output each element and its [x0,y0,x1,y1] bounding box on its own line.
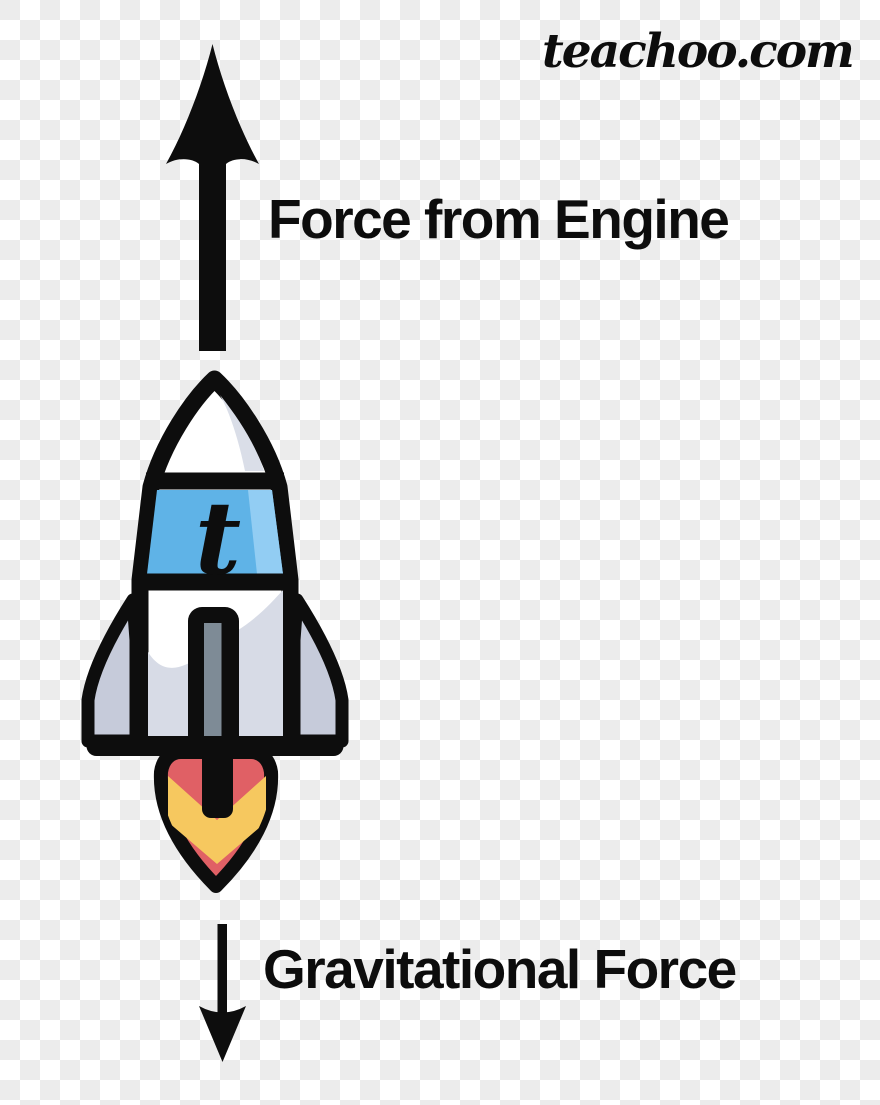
force-from-engine-label: Force from Engine [268,188,730,250]
gravitational-force-label: Gravitational Force [263,938,737,1000]
teachoo-watermark: teachoo.com [542,24,855,79]
